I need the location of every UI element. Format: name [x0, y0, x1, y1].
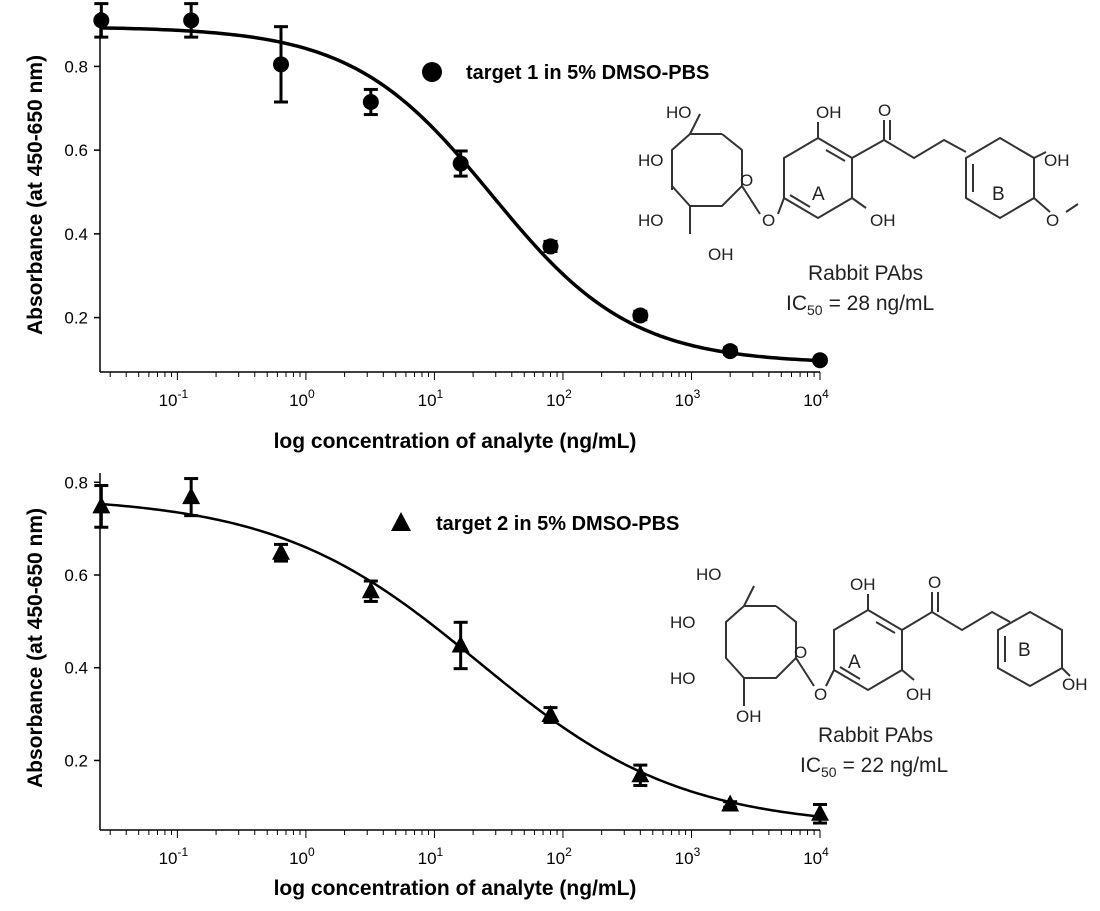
- annotation-line1: Rabbit PAbs: [808, 262, 923, 285]
- data-points: [93, 2, 828, 369]
- atom-label: OH: [870, 211, 896, 230]
- structure-labels: HO HO HO OH O O OH OH O A B OH: [670, 565, 1088, 726]
- x-tick-label: 10-1: [159, 845, 189, 868]
- x-tick-label: 104: [803, 845, 829, 868]
- x-axis-label: log concentration of analyte (ng/mL): [274, 877, 637, 900]
- y-tick-label: 0.6: [64, 566, 88, 585]
- y-tick-label: 0.4: [64, 659, 88, 678]
- chemical-structure: [725, 585, 1071, 706]
- x-axis-label: log concentration of analyte (ng/mL): [274, 430, 637, 453]
- atom-label: OH: [1062, 675, 1088, 694]
- data-point: [183, 12, 200, 29]
- legend-marker-circle: [422, 62, 442, 82]
- data-point: [93, 12, 110, 29]
- x-tick-label: 101: [418, 387, 444, 410]
- y-tick-label: 0.2: [64, 751, 88, 770]
- x-tick-label: 103: [675, 845, 701, 868]
- data-point: [542, 238, 559, 255]
- atom-label: O: [928, 573, 941, 592]
- x-tick-label: 100: [289, 845, 315, 868]
- atom-label: HO: [638, 151, 664, 170]
- atom-label: HO: [670, 669, 696, 688]
- atom-label: O: [878, 101, 891, 120]
- x-tick-label: 100: [289, 387, 315, 410]
- data-point: [722, 343, 739, 360]
- annotation-ic50: IC50= 28 ng/mL: [786, 292, 934, 318]
- chemical-structure: [671, 113, 1079, 234]
- ring-label: A: [812, 184, 825, 205]
- data-point: [721, 794, 740, 812]
- x-tick-label: 101: [418, 845, 444, 868]
- chart-panel-2: 0.2 0.4 0.6 0.8 10-1 100 101 102 103 104 log conc…: [24, 473, 1088, 900]
- data-point: [362, 94, 379, 110]
- annotation-line1: Rabbit PAbs: [818, 724, 933, 747]
- y-axis-label: Absorbance (at 450-650 nm): [24, 55, 47, 335]
- ring-label: B: [992, 184, 1005, 205]
- data-point: [182, 487, 201, 505]
- ring-label: A: [848, 652, 861, 673]
- annotation: Rabbit PAbs IC50= 28 ng/mL: [786, 262, 934, 318]
- axes: 0.2 0.4 0.6 0.8 10-1 100 101 102 103 104: [64, 12, 829, 410]
- data-point: [811, 803, 829, 821]
- data-points: [92, 477, 829, 825]
- data-point: [451, 635, 470, 653]
- atom-label: OH: [850, 575, 876, 594]
- data-point: [632, 307, 649, 324]
- y-axis-label: Absorbance (at 450-650 nm): [24, 508, 47, 788]
- atom-label: O: [740, 171, 753, 190]
- ring-label: B: [1018, 640, 1031, 661]
- data-point: [452, 155, 469, 172]
- data-point: [92, 496, 111, 514]
- atom-label: HO: [666, 103, 692, 122]
- data-point: [271, 542, 290, 560]
- data-point: [631, 765, 650, 783]
- y-tick-label: 0.8: [64, 473, 88, 492]
- x-tick-label: 102: [546, 387, 572, 410]
- annotation: Rabbit PAbs IC50= 22 ng/mL: [800, 724, 948, 780]
- data-point: [812, 352, 828, 369]
- y-tick-label: 0.4: [64, 225, 88, 244]
- structure-labels: HO HO HO OH O O OH OH O A B OH O: [638, 101, 1070, 264]
- data-point: [541, 705, 560, 723]
- atom-label: OH: [736, 707, 762, 726]
- legend: target 2 in 5% DMSO-PBS: [391, 512, 679, 535]
- fit-curve-line: [99, 26, 821, 363]
- atom-label: HO: [670, 613, 696, 632]
- axes: 0.2 0.4 0.6 0.8 10-1 100 101 102 103 104: [64, 473, 829, 868]
- legend: target 1 in 5% DMSO-PBS: [422, 62, 709, 84]
- y-tick-label: 0.8: [64, 57, 88, 76]
- atom-label: O: [794, 643, 807, 662]
- atom-label: OH: [906, 685, 932, 704]
- data-point: [272, 56, 289, 73]
- fit-curve: [99, 26, 821, 363]
- y-tick-label: 0.6: [64, 141, 88, 160]
- atom-label: O: [762, 211, 775, 230]
- legend-marker-triangle: [391, 512, 411, 531]
- chart-panel-1: 0.2 0.4 0.6 0.8 10-1 100 101 102 103 104 log conc…: [24, 2, 1079, 453]
- annotation-ic50: IC50= 22 ng/mL: [800, 754, 948, 780]
- atom-label: OH: [1044, 151, 1070, 170]
- atom-label: O: [814, 685, 827, 704]
- atom-label: HO: [638, 211, 664, 230]
- x-tick-label: 102: [546, 845, 572, 868]
- x-tick-label: 104: [803, 387, 829, 410]
- y-tick-label: 0.2: [64, 309, 88, 328]
- legend-label: target 1 in 5% DMSO-PBS: [466, 62, 709, 84]
- atom-label: O: [1046, 211, 1059, 230]
- x-tick-label: 103: [675, 387, 701, 410]
- atom-label: OH: [708, 245, 734, 264]
- atom-label: OH: [816, 103, 842, 122]
- x-tick-label: 10-1: [159, 387, 189, 410]
- legend-label: target 2 in 5% DMSO-PBS: [436, 513, 679, 535]
- atom-label: HO: [696, 565, 722, 584]
- data-point: [361, 581, 380, 599]
